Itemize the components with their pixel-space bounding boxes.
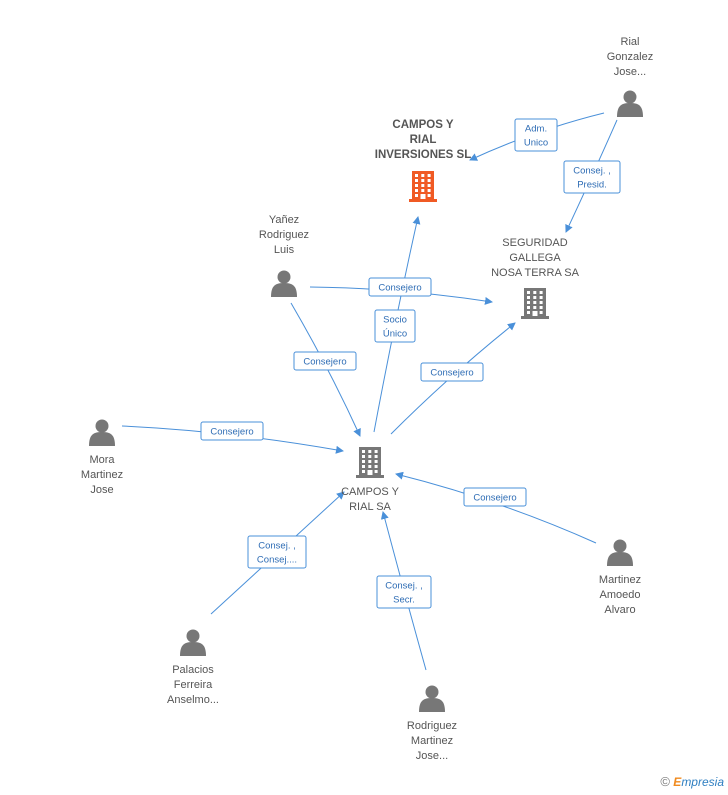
nodes-layer: CAMPOS Y RIAL SA CAMPOS Y RIAL INVERSIONES S…: [81, 36, 653, 762]
building-icon: [521, 288, 549, 319]
edge-label-box: [200, 421, 264, 441]
node-label-line: Jose...: [614, 66, 646, 78]
person-icon: [180, 629, 206, 656]
edge-label-text: Consejero: [303, 357, 346, 368]
edge-label-text: Consejero: [473, 493, 516, 504]
edge-label-text: Consejero: [210, 427, 253, 438]
edge-label-yanez-to-campos_rial_sa[interactable]: Consejero: [293, 351, 357, 371]
edge-label-box: [376, 575, 432, 609]
edge-label-text: Único: [383, 329, 407, 340]
edge-label-rial_gonzalez-to-campos_rial_inv[interactable]: Adm. Unico: [514, 118, 558, 152]
node-label-line: Luis: [274, 244, 295, 256]
person-icon: [419, 685, 445, 712]
node-label-line: RIAL: [410, 134, 437, 146]
person-icon: [617, 90, 643, 117]
edge-label-box: [368, 277, 432, 297]
node-label-line: GALLEGA: [509, 252, 561, 264]
edge-label-text: Consej. ,: [258, 541, 296, 552]
node-label-line: Anselmo...: [167, 694, 219, 706]
node-label-line: Rodriguez: [259, 229, 309, 241]
edge-label-martinez_amoedo-to-campos_rial_sa[interactable]: Consejero: [463, 487, 527, 507]
node-label-line: Ferreira: [174, 679, 213, 691]
edge-label-text: Unico: [524, 138, 548, 149]
node-palacios[interactable]: PalaciosFerreiraAnselmo...: [167, 629, 219, 707]
edge-label-text: Consejero: [378, 283, 421, 294]
node-label-line: Palacios: [172, 664, 214, 676]
person-icon: [89, 419, 115, 446]
building-icon: [356, 447, 384, 478]
node-label-line: INVERSIONES SL: [375, 149, 472, 161]
person-icon: [607, 539, 633, 566]
edge-label-rial_gonzalez-to-seguridad[interactable]: Consej. , Presid.: [563, 160, 621, 194]
edge-label-text: Consejero: [430, 368, 473, 379]
node-label-line: CAMPOS Y: [341, 486, 400, 498]
edge-label-text: Secr.: [393, 595, 415, 606]
edge-label-box: [374, 309, 416, 343]
node-label-line: NOSA TERRA SA: [491, 267, 579, 279]
node-label-line: RIAL SA: [349, 501, 391, 513]
edge-label-box: [420, 362, 484, 382]
edge-label-text: Presid.: [577, 180, 607, 191]
edge-label-mora-to-campos_rial_sa[interactable]: Consejero: [200, 421, 264, 441]
node-label-line: CAMPOS Y: [392, 119, 453, 131]
edges-layer: [121, 112, 618, 671]
edge-label-text: Consej. ,: [385, 581, 423, 592]
edge-label-box: [293, 351, 357, 371]
node-rial-gonzalez[interactable]: RialGonzalezJose...: [607, 36, 653, 117]
edge-label-text: Adm.: [525, 124, 547, 135]
node-label-line: Gonzalez: [607, 51, 653, 63]
person-icon: [271, 270, 297, 297]
edge-label-box: [247, 535, 307, 569]
node-label-line: Jose...: [416, 750, 448, 762]
edge-label-box: [563, 160, 621, 194]
node-label-line: Rodriguez: [407, 720, 457, 732]
edge-label-campos_rial_sa-to-seguridad[interactable]: Consejero: [420, 362, 484, 382]
node-label-line: Mora: [89, 454, 115, 466]
node-label-line: Martinez: [599, 574, 641, 586]
node-label-line: Alvaro: [604, 604, 635, 616]
node-seguridad[interactable]: SEGURIDAD GALLEGA NOSA TERRA SA: [491, 237, 580, 319]
edge-martinez_amoedo-to-campos_rial_sa: [395, 471, 597, 544]
edge-label-yanez-to-seguridad[interactable]: Consejero: [368, 277, 432, 297]
node-label-line: Amoedo: [600, 589, 641, 601]
node-label-line: Martinez: [81, 469, 123, 481]
node-rodriguez-martinez[interactable]: RodriguezMartinezJose...: [407, 685, 457, 763]
edge-label-palacios-to-campos_rial_sa[interactable]: Consej. , Consej....: [247, 535, 307, 569]
building-icon: [409, 171, 437, 202]
node-label-line: Rial: [621, 36, 640, 48]
brand-name: mpresia: [681, 775, 724, 789]
edge-label-rodriguez_martinez-to-campos_rial_sa[interactable]: Consej. , Secr.: [376, 575, 432, 609]
edge-label-box: [463, 487, 527, 507]
node-label-line: Yañez: [269, 214, 299, 226]
edge-label-text: Consej....: [257, 555, 297, 566]
node-label-line: SEGURIDAD: [502, 237, 567, 249]
brand-watermark: © Empresia: [660, 774, 724, 789]
edge-label-box: [514, 118, 558, 152]
node-campos-rial-inv[interactable]: CAMPOS Y RIAL INVERSIONES SL: [375, 119, 472, 202]
node-label-line: Jose: [90, 484, 113, 496]
copyright-symbol: ©: [660, 774, 670, 789]
edge-label-text: Socio: [383, 315, 407, 326]
node-label-line: Martinez: [411, 735, 453, 747]
node-campos-rial-sa[interactable]: CAMPOS Y RIAL SA: [341, 447, 400, 513]
edge-label-text: Consej. ,: [573, 166, 611, 177]
brand-first-letter: E: [673, 775, 682, 789]
